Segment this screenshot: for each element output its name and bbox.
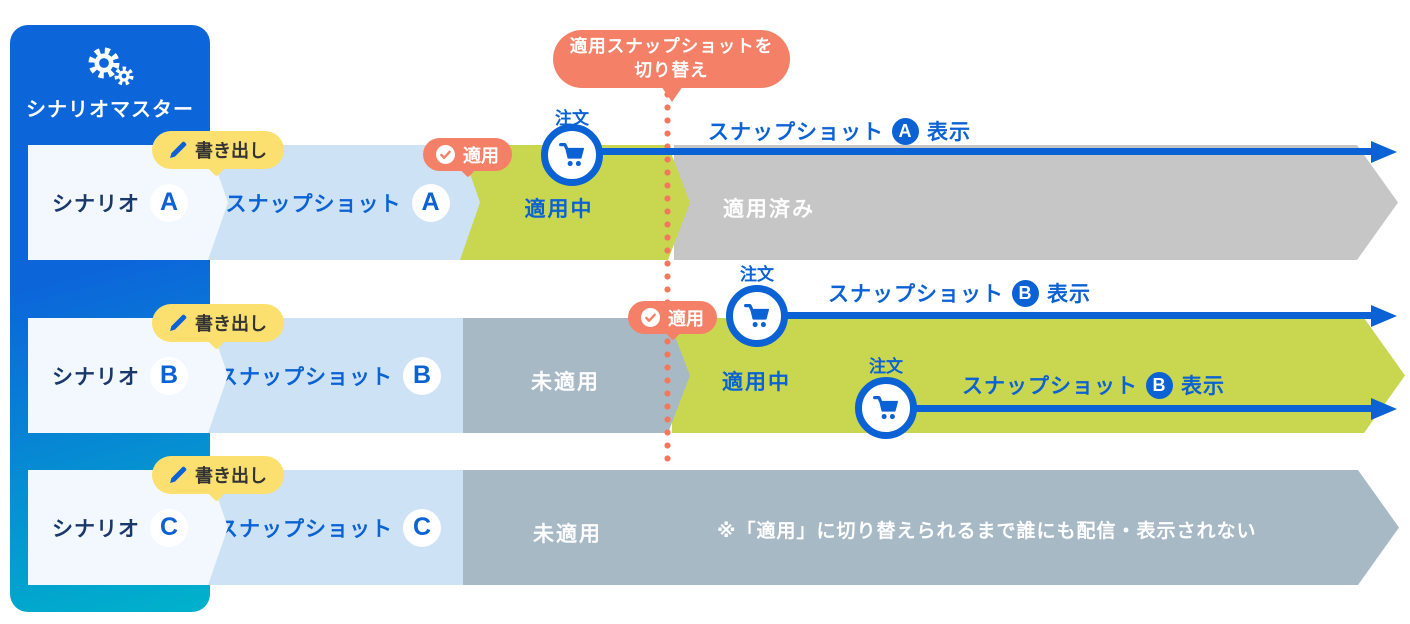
export-badge: 書き出し — [152, 131, 284, 169]
arrow-label: スナップショット B 表示 — [828, 278, 1091, 308]
arrow-label-prefix: スナップショット — [962, 375, 1138, 398]
callout-line1: 適用スナップショットを — [569, 36, 774, 57]
applied-label: 適用済み — [723, 198, 815, 221]
segment-active-b: 適用中 — [672, 318, 1405, 433]
segment-snapshot-b: スナップショット B — [205, 318, 463, 433]
export-badge-label: 書き出し — [195, 314, 267, 334]
export-badge: 書き出し — [152, 304, 284, 342]
cart-icon — [541, 124, 603, 186]
export-badge: 書き出し — [152, 456, 284, 494]
pencil-icon — [170, 314, 187, 331]
snapshot-letter-badge: B — [403, 356, 441, 395]
arrow-label-suffix: 表示 — [1181, 375, 1225, 398]
scenario-letter-badge: B — [150, 357, 188, 395]
arrow-label-suffix: 表示 — [927, 121, 971, 144]
scenario-letter-badge: A — [150, 184, 188, 222]
timeline-arrow — [572, 140, 1397, 163]
scenario-label: シナリオ — [52, 192, 140, 216]
order-label: 注文 — [740, 265, 774, 284]
cart-icon — [726, 285, 788, 347]
apply-badge-label: 適用 — [463, 145, 499, 166]
snapshot-letter-badge: A — [412, 184, 450, 222]
timeline-row-c: 未適用 ※「適用」に切り替えられるまで誰にも配信・表示されない スナップショット… — [0, 456, 1410, 585]
apply-badge: 適用 — [423, 138, 512, 171]
pencil-icon — [170, 141, 187, 158]
switch-dotted-line — [664, 88, 671, 466]
export-badge-label: 書き出し — [195, 141, 267, 161]
timeline-arrow — [757, 304, 1397, 327]
sidebar-title: シナリオマスター — [26, 99, 194, 121]
inactive-label: 未適用 — [531, 371, 600, 394]
snapshot-letter-badge: C — [403, 508, 441, 547]
pencil-icon — [170, 466, 187, 483]
segment-applied-a: 適用済み — [674, 145, 1398, 260]
timeline-arrow — [886, 397, 1397, 420]
gears-icon — [88, 47, 134, 86]
active-label: 適用中 — [524, 198, 594, 221]
scenario-label: シナリオ — [52, 365, 140, 389]
segment-inactive-b: 未適用 — [463, 318, 690, 433]
switch-callout-bubble: 適用スナップショットを 切り替え — [553, 30, 790, 102]
scenario-letter-badge: C — [150, 509, 188, 547]
scenario-label: シナリオ — [52, 517, 140, 541]
note-text: ※「適用」に切り替えられるまで誰にも配信・表示されない — [717, 521, 1257, 542]
callout-line2: 切り替え — [634, 60, 709, 80]
arrow-letter-badge: B — [1146, 371, 1173, 399]
apply-badge-label: 適用 — [668, 308, 704, 329]
arrow-label: スナップショット A 表示 — [708, 116, 971, 146]
snapshot-label: スナップショット — [217, 365, 393, 389]
snapshot-label: スナップショット — [217, 517, 393, 541]
arrow-letter-badge: A — [892, 117, 919, 145]
check-circle-icon — [436, 145, 455, 164]
inactive-label: 未適用 — [533, 523, 602, 546]
arrow-label-prefix: スナップショット — [708, 121, 884, 144]
segment-inactive-c: 未適用 ※「適用」に切り替えられるまで誰にも配信・表示されない — [463, 470, 1399, 585]
arrow-label: スナップショット B 表示 — [962, 370, 1225, 400]
timeline-row-b: 適用中 未適用 スナップショット B シナリオ B 書き出し 適用 注文 — [0, 265, 1410, 439]
timeline-row-a: 適用済み 適用中 スナップショット A シナリオ A 書き出し 適用 注文 — [0, 109, 1410, 260]
export-badge-label: 書き出し — [195, 466, 267, 486]
arrow-label-suffix: 表示 — [1047, 283, 1091, 306]
active-label: 適用中 — [722, 371, 791, 394]
apply-badge: 適用 — [628, 301, 717, 334]
snapshot-label: スナップショット — [225, 192, 402, 216]
order-label: 注文 — [869, 357, 903, 376]
cart-icon — [855, 377, 917, 439]
check-circle-icon — [641, 308, 660, 327]
arrow-letter-badge: B — [1012, 279, 1039, 307]
order-label: 注文 — [555, 109, 589, 128]
arrow-label-prefix: スナップショット — [828, 283, 1004, 306]
